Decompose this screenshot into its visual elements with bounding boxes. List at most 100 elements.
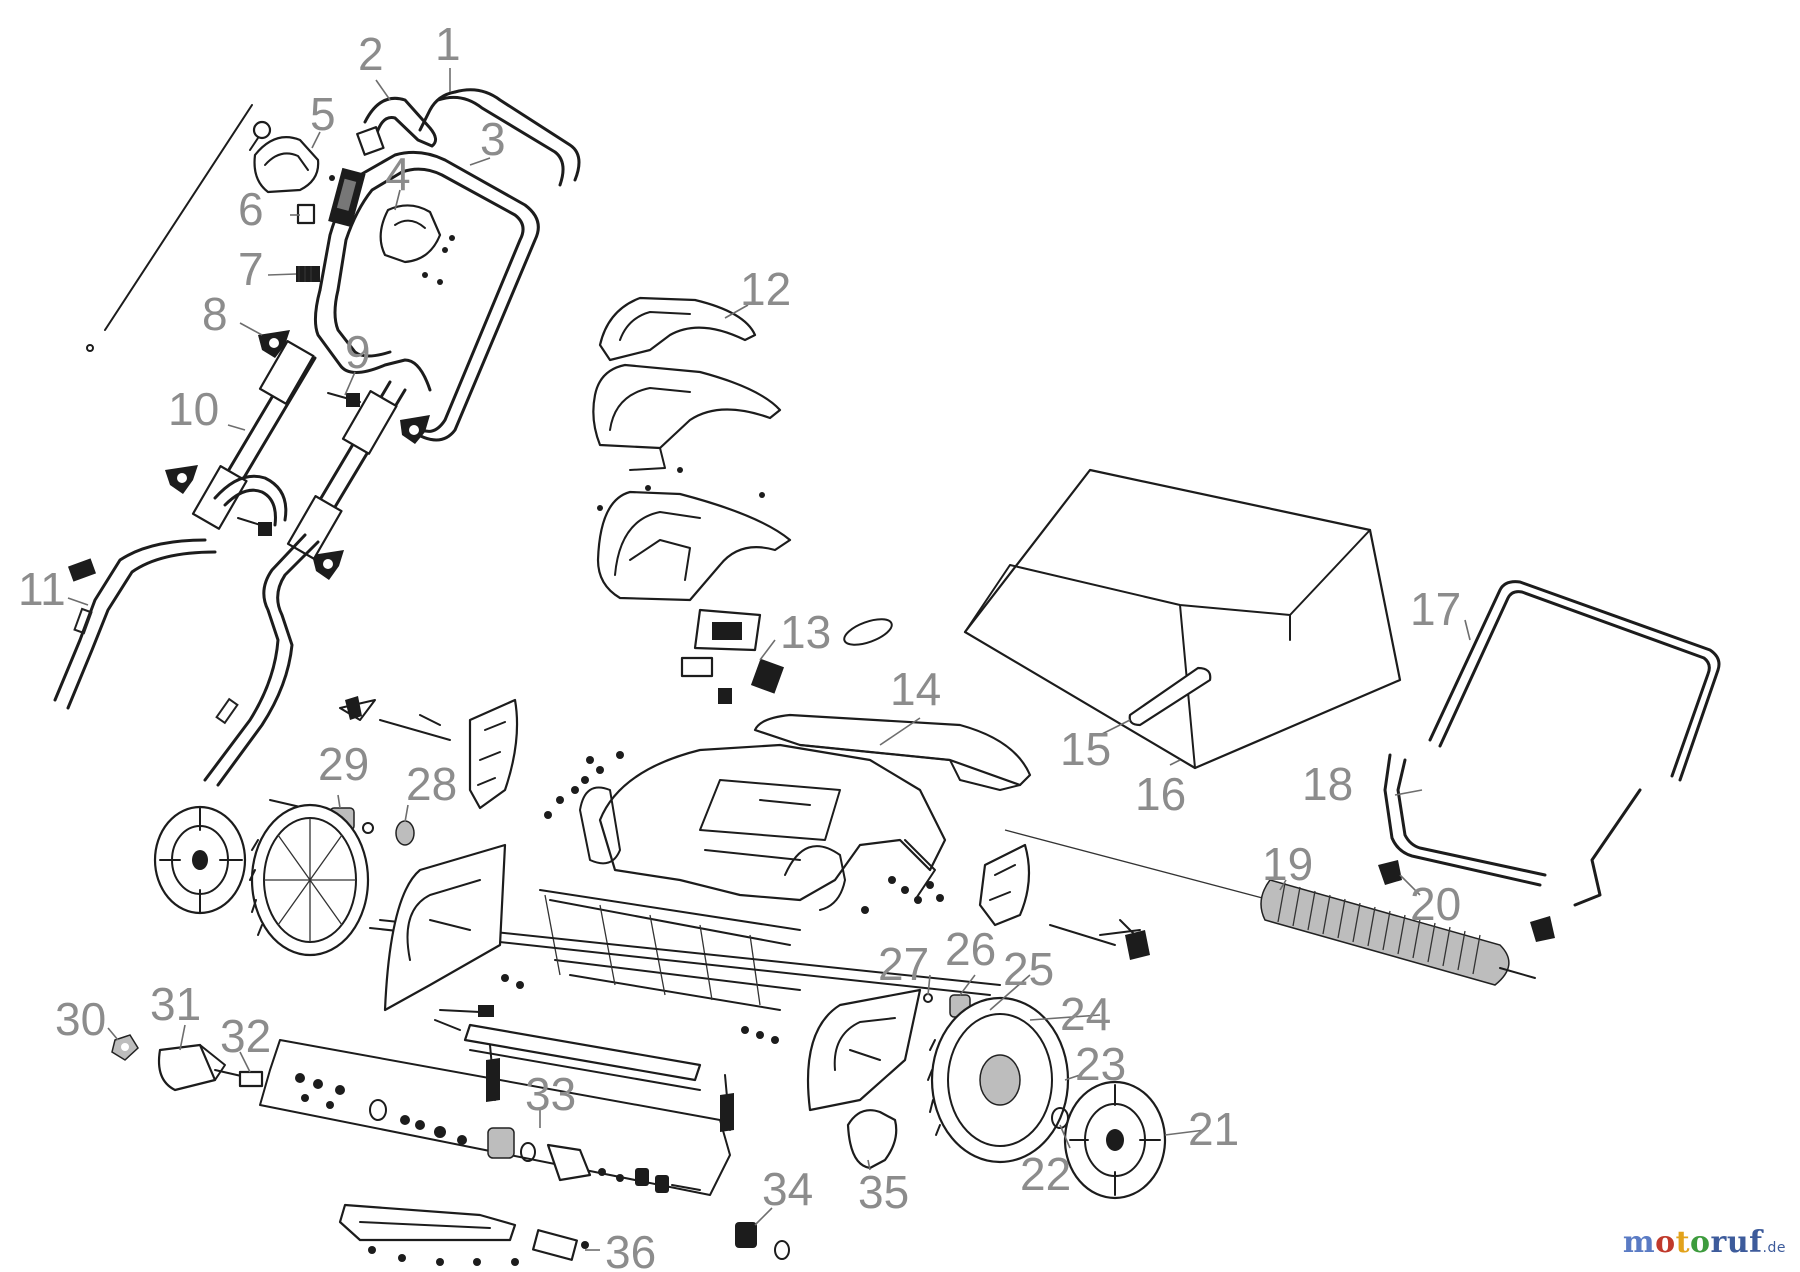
part-label-33: 33 (525, 1068, 576, 1120)
switch-housing-detail (264, 152, 309, 171)
connector-plug (750, 658, 785, 694)
roller-axle-end (1499, 967, 1536, 979)
part-label-29: 29 (318, 738, 369, 790)
part-label-19: 19 (1262, 838, 1313, 890)
part-label-20: 20 (1410, 878, 1461, 930)
part-labels: 1 2 3 4 5 6 7 8 9 10 11 12 13 14 15 16 1… (18, 18, 1461, 1272)
leader-lines (67, 68, 1471, 1251)
middle-cover (592, 363, 782, 450)
knob (165, 465, 198, 494)
screw (442, 247, 448, 253)
bail-handle-end (418, 90, 457, 132)
part-label-12: 12 (740, 263, 791, 315)
motor (157, 1043, 217, 1092)
part-label-27: 27 (878, 938, 929, 990)
part-label-15: 15 (1060, 723, 1111, 775)
part-label-30: 30 (55, 993, 106, 1045)
cable-rod (104, 104, 253, 331)
gearbox-kit-frame (259, 1039, 731, 1196)
screw (449, 235, 455, 241)
switch-box-inner (336, 178, 357, 211)
cover-plate (531, 1229, 579, 1261)
grass-box-assembly (963, 468, 1721, 942)
cutting-bar (463, 1023, 702, 1082)
left-wheel-assembly (153, 799, 415, 957)
clamp-plate (379, 204, 442, 264)
bolt-head (478, 1005, 494, 1017)
bolt-head (258, 522, 272, 536)
lever-block (356, 126, 385, 156)
part-label-4: 4 (385, 148, 411, 200)
part-label-25: 25 (1003, 943, 1054, 995)
deck-right-arch (784, 845, 846, 911)
part-label-32: 32 (220, 1010, 271, 1062)
part-label-26: 26 (945, 923, 996, 975)
tube-clamp (191, 465, 248, 530)
connector (680, 656, 714, 678)
screw (677, 467, 683, 473)
tube-clamp (341, 390, 398, 455)
small-switch (296, 203, 316, 225)
grass-box-frame-top (1428, 580, 1721, 782)
washer (923, 993, 933, 1003)
grass-box-frame-lower (1383, 753, 1547, 887)
left-wheel-tread (249, 839, 263, 936)
lower-handle-left (53, 538, 217, 710)
watermark-suffix: .de (1762, 1240, 1786, 1256)
frame-clip (1530, 916, 1555, 942)
part-label-36: 36 (605, 1226, 656, 1272)
left-side-plate (383, 843, 507, 1012)
rear-roller (1260, 879, 1510, 986)
tube-clamp (258, 340, 315, 405)
switch-housing (253, 136, 320, 194)
switch-knob (252, 120, 272, 140)
right-wheel-tread (927, 1039, 941, 1136)
bottom-tray (338, 1203, 517, 1242)
right-hubcap-center (1106, 1129, 1124, 1151)
part-label-7: 7 (238, 243, 264, 295)
screw (437, 279, 443, 285)
rear-flap-detail (799, 744, 1021, 791)
handle-assembly (53, 88, 581, 787)
main-deck-assembly (339, 696, 1536, 1112)
left-lever-cap (345, 696, 362, 720)
grass-box-grip (1128, 666, 1212, 727)
rear-flap (753, 713, 1032, 787)
part-label-34: 34 (762, 1163, 813, 1215)
part-label-9: 9 (345, 326, 371, 378)
middle-handle-tubes (203, 348, 407, 534)
lower-handle-right (203, 533, 320, 787)
part-label-18: 18 (1302, 758, 1353, 810)
blade-reel-ribs (544, 894, 761, 1006)
roller-ribs (1277, 882, 1481, 975)
left-side-plate-detail (406, 879, 481, 961)
knob (400, 415, 430, 444)
screw (368, 1246, 376, 1254)
part-label-11: 11 (18, 563, 66, 615)
grass-box-frame-bend (1573, 788, 1642, 907)
part-label-22: 22 (1020, 1148, 1071, 1200)
right-wheel-rim (947, 1013, 1053, 1147)
bolt-head (346, 393, 360, 407)
spring-right (720, 1093, 734, 1132)
lower-cover-detail (614, 511, 701, 581)
handle-slot (73, 607, 93, 635)
part-label-10: 10 (168, 383, 219, 435)
right-lever-cap (1125, 930, 1150, 960)
right-adjust-bracket-detail (989, 864, 1016, 901)
screw (645, 485, 651, 491)
part-label-23: 23 (1075, 1038, 1126, 1090)
seal-ring (843, 618, 893, 646)
watermark-text: motoruf (1622, 1225, 1763, 1260)
deck-body (598, 743, 947, 902)
upper-handle-bend (313, 288, 432, 392)
connector-small (718, 688, 732, 704)
screw (436, 1258, 444, 1266)
screw (581, 1241, 589, 1249)
part-label-21: 21 (1188, 1103, 1239, 1155)
part-label-28: 28 (406, 758, 457, 810)
end-bush-washer (774, 1240, 790, 1260)
watermark-logo: motoruf.de (1623, 1225, 1786, 1260)
left-hubcap-spokes (159, 807, 243, 913)
